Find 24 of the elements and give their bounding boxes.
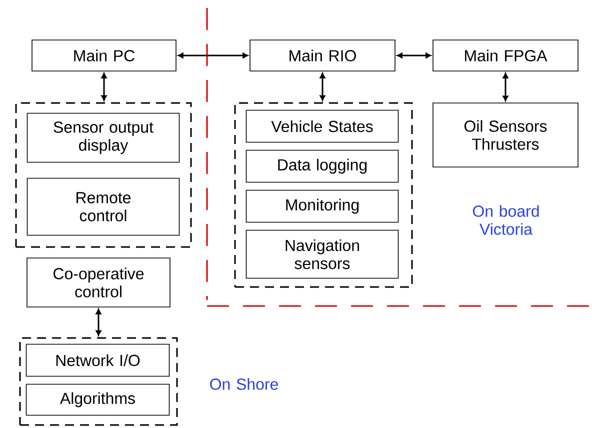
process-box: Co-operative control [26,258,170,308]
process-box: Sensor output display [26,112,180,163]
process-box: Data logging [246,150,399,183]
double-arrow [502,72,508,102]
process-box: Oil Sensors Thrusters [432,102,578,168]
process-box: Main PC [32,40,176,72]
region-label: On Shore [210,378,278,390]
dashed-group-box [19,337,178,426]
dashed-group-box [234,102,413,288]
process-box: Vehicle States [246,110,399,143]
process-box: Monitoring [246,190,399,223]
process-box: Main RIO [250,40,396,72]
process-box: Network I/O [26,344,170,377]
double-arrow [320,72,326,101]
process-box: Main FPGA [432,40,578,72]
double-arrow [178,52,248,58]
double-arrow [396,52,432,58]
process-box: Remote control [26,178,180,236]
process-box: Navigation sensors [246,230,399,279]
double-arrow [96,308,102,336]
region-label: On board Victoria [472,205,539,235]
process-box: Algorithms [26,384,170,416]
double-arrow [101,72,107,101]
dashed-group-box [15,102,192,248]
